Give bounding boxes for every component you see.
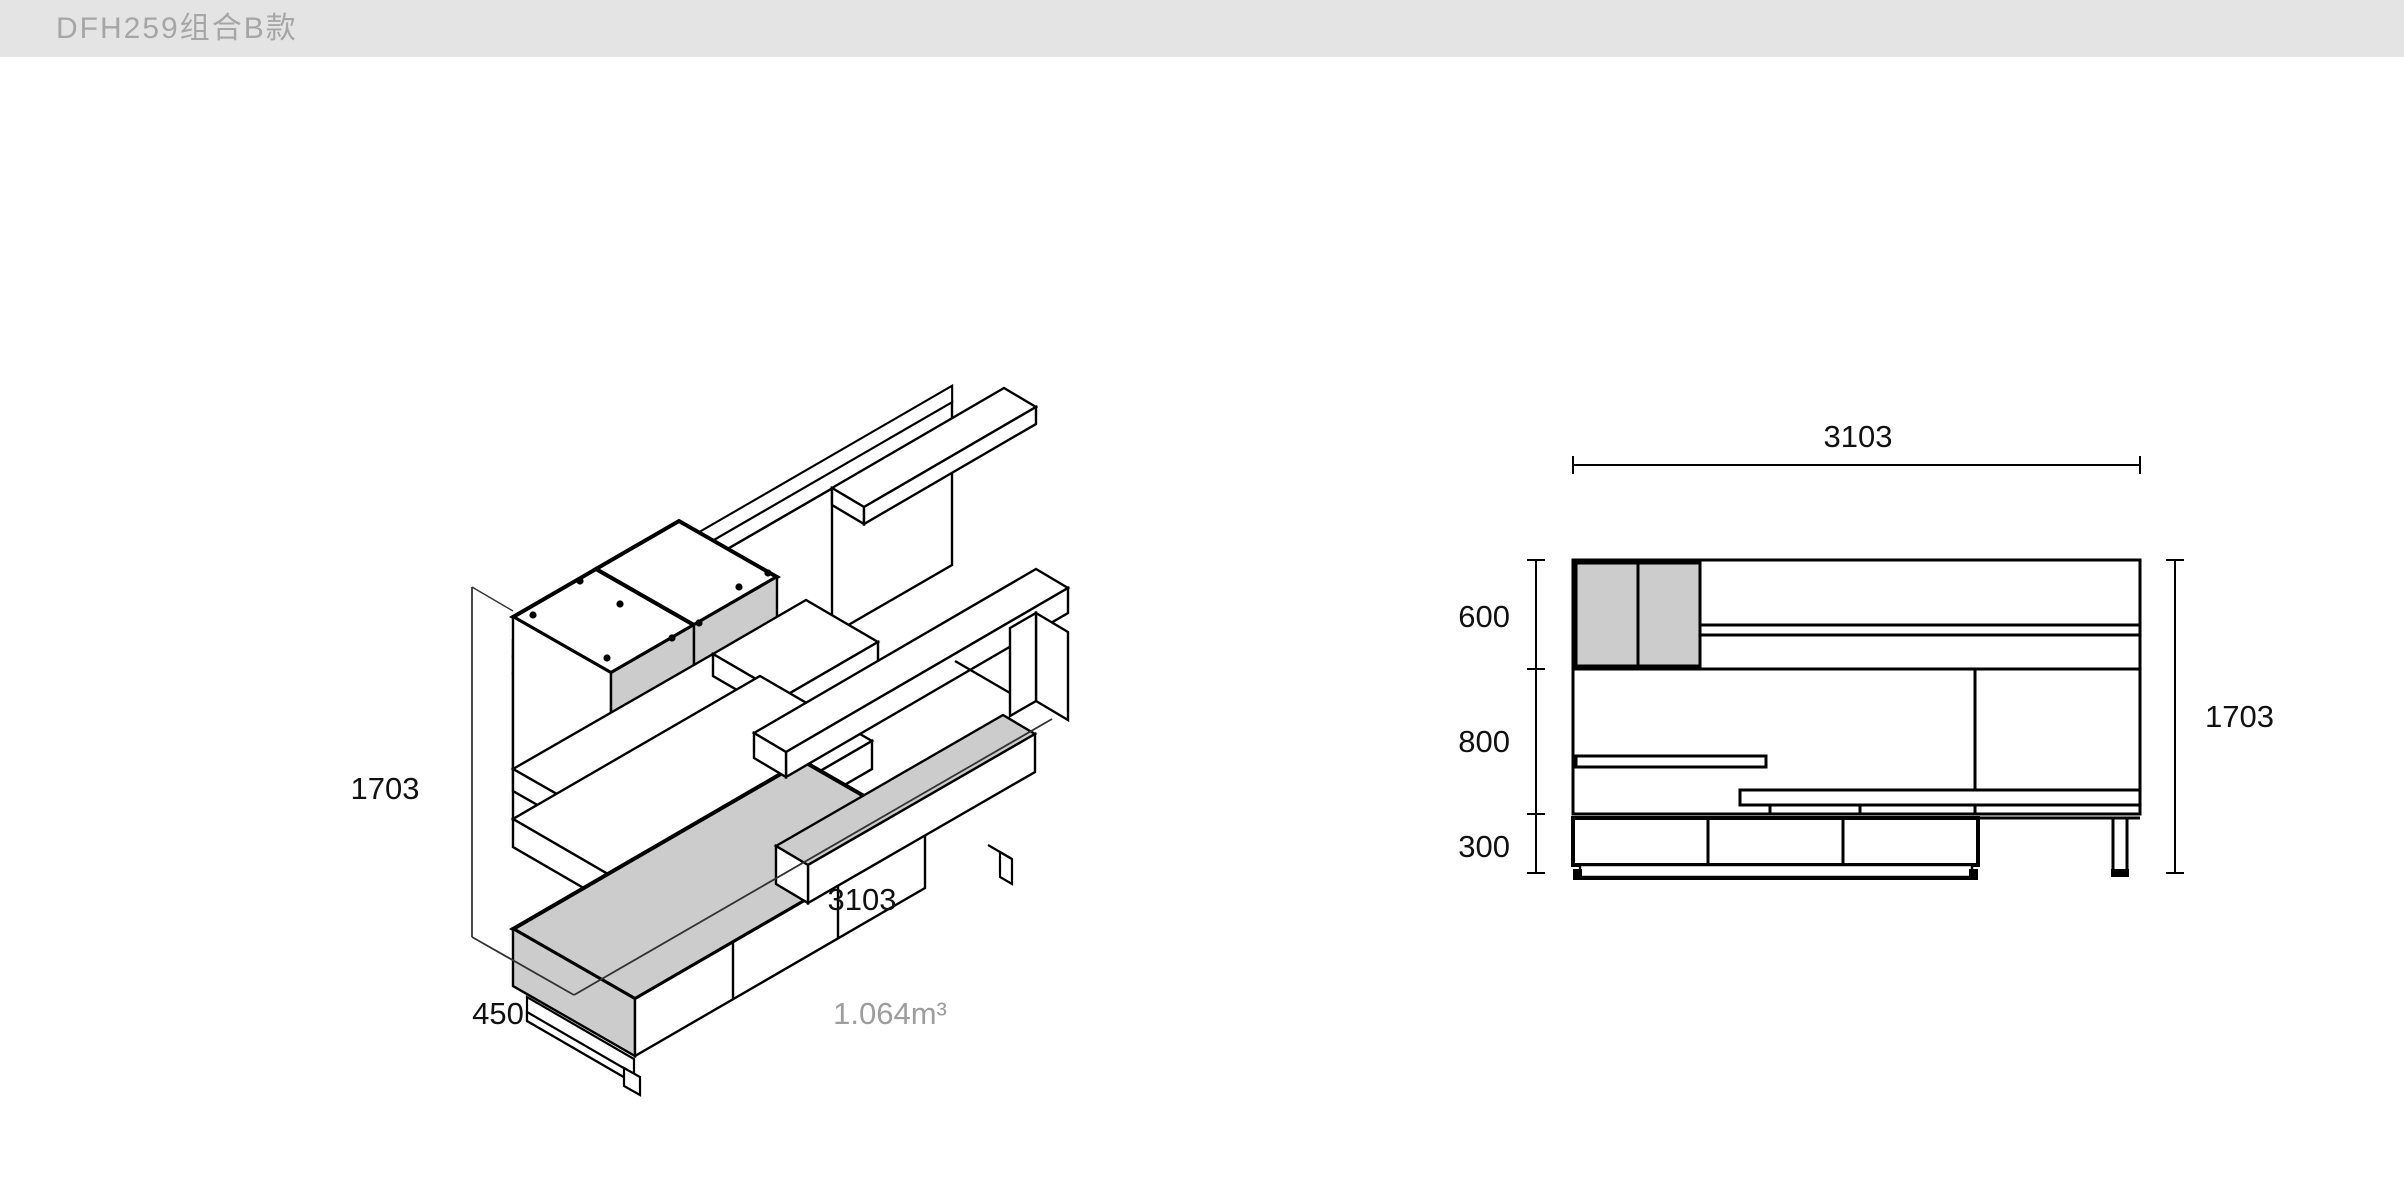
elevation-geometry [1571, 558, 2142, 880]
side-bench-table [751, 567, 1071, 780]
upper-right-shelf [829, 386, 1039, 527]
elevation-width-dimension: 3103 [1572, 419, 2141, 474]
dowel-dot [735, 583, 743, 591]
segment-label-600: 600 [1458, 599, 1510, 634]
dowel-dot [668, 634, 676, 642]
upper-left-door-1 [1574, 561, 1640, 668]
upper-left-door-2 [1636, 561, 1702, 668]
segment-label-800: 800 [1458, 724, 1510, 759]
dowel-dot [576, 577, 584, 585]
depth-dimension-line [471, 936, 575, 996]
floating-slim-shelf [773, 713, 1038, 906]
bench-leg-right [1034, 610, 1070, 723]
dowel-dot [529, 611, 537, 619]
dowel-dot [616, 600, 624, 608]
elevation-height-dimension: 1703 [2166, 559, 2274, 874]
dowel-dot [764, 569, 772, 577]
elevation-width-label: 3103 [1824, 419, 1893, 454]
side-table-foot [2111, 869, 2129, 877]
plinth-foot-left [1573, 869, 1582, 880]
isometric-view: 1703 450 3103 1.064m³ [351, 383, 1071, 1097]
lower-console-outline [1571, 816, 1980, 867]
volume-label: 1.064m³ [833, 996, 947, 1031]
iso-height-label: 1703 [351, 771, 420, 806]
elevation-view: 3103 1703 600 800 [1458, 419, 2274, 880]
console-foot [622, 1066, 642, 1097]
title-bar: DFH259组合B款 [0, 0, 2404, 57]
iso-depth-label: 450 [472, 996, 524, 1031]
console-small-drawer [1768, 803, 1862, 816]
isometric-dimensions: 1703 450 3103 1.064m³ [351, 586, 1053, 1031]
dowel-dot [603, 654, 611, 662]
elevation-segment-dimensions: 600 800 300 [1458, 559, 1545, 874]
plinth-foot-right [1969, 869, 1978, 880]
segment-label-300: 300 [1458, 829, 1510, 864]
elevation-height-label: 1703 [2205, 699, 2274, 734]
floating-shelf [1574, 754, 1768, 769]
side-table-leg [2111, 816, 2129, 875]
page-title: DFH259组合B款 [56, 12, 298, 45]
drawing-canvas: 1703 450 3103 1.064m³ 3103 [0, 57, 2404, 1202]
dowel-dot [695, 619, 703, 627]
width-dimension-line [573, 718, 1053, 996]
iso-width-label: 3103 [828, 882, 897, 917]
console-top-board [1738, 788, 2142, 807]
plinth-base [1578, 863, 1974, 879]
